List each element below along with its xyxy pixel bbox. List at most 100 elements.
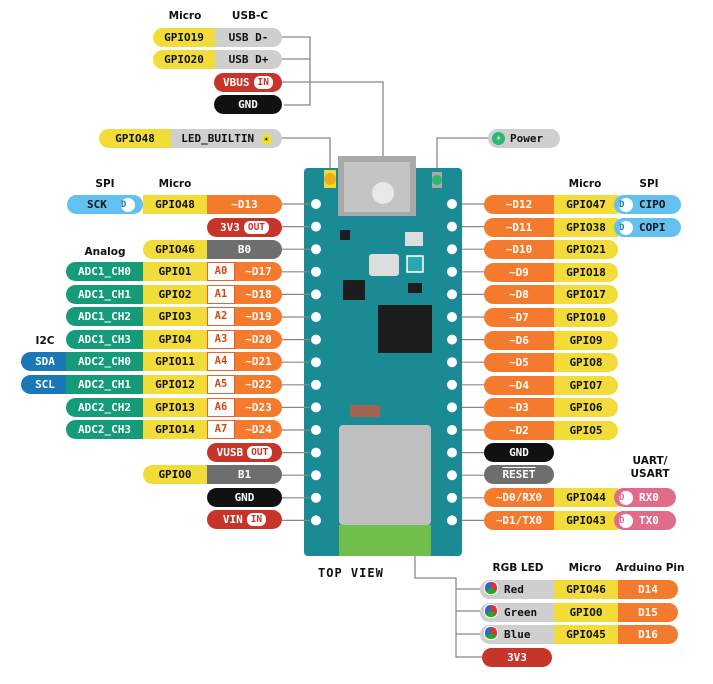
pin-hole xyxy=(445,287,459,302)
top-view-label: TOP VIEW xyxy=(318,566,384,580)
i2c-pin-4: SDA xyxy=(21,352,69,372)
pin-hole xyxy=(445,264,459,279)
pin-hole xyxy=(445,332,459,347)
adc-pin-2: ADC1_CH2 xyxy=(66,307,143,327)
uart-d-pin-1: ~D1/TX0 xyxy=(484,510,554,530)
rgb-color-1: Green xyxy=(480,602,554,622)
analog-micro-7: GPIO14 xyxy=(143,420,207,440)
pin-hole xyxy=(309,400,323,415)
adc-pin-6: ADC2_CH2 xyxy=(66,397,143,417)
rgb-led-icon xyxy=(484,581,498,595)
direction-icon: D xyxy=(619,491,633,505)
analog-d-pin-5: ~D22 xyxy=(235,375,282,394)
rgb-micro-1: GPIO0 xyxy=(554,602,618,622)
pin-hole xyxy=(309,423,323,437)
rgb-color-2: Blue xyxy=(480,625,554,645)
pin-hole xyxy=(445,310,459,324)
analog-a-pin-1: A1 xyxy=(207,284,235,304)
i2c-header: I2C xyxy=(35,335,55,347)
usb-pin-0: USB D- xyxy=(215,28,282,47)
right-micro-9: GPIO6 xyxy=(554,398,618,418)
uart-d-pin-0: ~D0/RX0 xyxy=(484,488,554,507)
rgb-led-header: RGB LED xyxy=(492,562,544,574)
rgb-micro-0: GPIO46 xyxy=(554,580,618,599)
usb-gnd-pin: GND xyxy=(214,95,282,114)
pin-hole xyxy=(309,219,323,234)
usb-micro-header: Micro xyxy=(168,10,202,22)
pin-hole xyxy=(309,445,323,460)
right-gnd-pin: GND xyxy=(484,443,554,462)
analog-header: Analog xyxy=(84,246,126,258)
rgb-pin-0: D14 xyxy=(618,580,678,599)
right-d-pin-4: ~D8 xyxy=(484,285,554,305)
pin-hole xyxy=(445,513,459,528)
analog-a-pin-7: A7 xyxy=(207,420,235,440)
uart-header: UART/USART xyxy=(630,455,670,480)
pin-hole xyxy=(445,400,459,415)
right-micro-2: GPIO21 xyxy=(554,240,618,260)
direction-icon: D xyxy=(619,220,633,235)
usb-c-header: USB-C xyxy=(231,10,269,22)
pin-hole xyxy=(309,242,323,257)
reset-pin: RESET xyxy=(484,465,554,484)
pin-hole xyxy=(309,513,323,528)
led-builtin-label: LED_BUILTIN ☀ xyxy=(171,129,282,148)
left-micro-header: Micro xyxy=(158,178,192,190)
right-d-pin-2: ~D10 xyxy=(484,240,554,260)
rgb-color-0: Red xyxy=(480,580,554,599)
d13-micro: GPIO48 xyxy=(143,195,207,214)
analog-d-pin-0: ~D17 xyxy=(235,262,282,281)
usb-micro-0: GPIO19 xyxy=(153,28,215,47)
analog-d-pin-2: ~D19 xyxy=(235,307,282,327)
analog-a-pin-0: A0 xyxy=(207,262,235,281)
usb-micro-1: GPIO20 xyxy=(153,50,215,69)
analog-a-pin-5: A5 xyxy=(207,375,235,394)
adc-pin-3: ADC1_CH3 xyxy=(66,329,143,349)
adc-pin-7: ADC2_CH3 xyxy=(66,420,143,440)
analog-d-pin-4: ~D21 xyxy=(235,352,282,372)
analog-a-pin-3: A3 xyxy=(207,329,235,349)
pin-hole xyxy=(309,490,323,505)
uart-micro-0: GPIO44 xyxy=(554,488,618,507)
b0-pin: B0 xyxy=(207,240,282,259)
adc-pin-0: ADC1_CH0 xyxy=(66,262,143,281)
i2c-pin-5: SCL xyxy=(21,375,69,394)
analog-a-pin-2: A2 xyxy=(207,307,235,327)
analog-micro-1: GPIO2 xyxy=(143,284,207,304)
pin-hole xyxy=(309,332,323,347)
rgb-micro-header: Micro xyxy=(568,562,602,574)
pin-hole xyxy=(445,219,459,234)
right-micro-0: GPIO47 xyxy=(554,195,618,214)
left-gnd-pin: GND xyxy=(207,488,282,507)
analog-micro-5: GPIO12 xyxy=(143,375,207,394)
right-micro-header: Micro xyxy=(568,178,602,190)
pin-hole xyxy=(445,445,459,460)
right-d-pin-10: ~D2 xyxy=(484,421,554,440)
pin-hole xyxy=(309,287,323,302)
pin-hole xyxy=(309,355,323,370)
adc-pin-4: ADC2_CH0 xyxy=(66,352,143,372)
uart-micro-1: GPIO43 xyxy=(554,510,618,530)
adc-pin-5: ADC2_CH1 xyxy=(66,375,143,394)
right-spi-header: SPI xyxy=(639,178,659,190)
analog-a-pin-4: A4 xyxy=(207,352,235,372)
right-d-pin-1: ~D11 xyxy=(484,217,554,237)
rgb-micro-2: GPIO45 xyxy=(554,625,618,645)
right-micro-10: GPIO5 xyxy=(554,421,618,440)
pin-hole xyxy=(445,468,459,483)
right-micro-7: GPIO8 xyxy=(554,353,618,373)
power-led-icon: ☀ xyxy=(492,132,505,145)
right-micro-8: GPIO7 xyxy=(554,375,618,395)
rgb-pin-1: D15 xyxy=(618,602,678,622)
analog-micro-0: GPIO1 xyxy=(143,262,207,281)
analog-micro-2: GPIO3 xyxy=(143,307,207,327)
right-micro-6: GPIO9 xyxy=(554,330,618,350)
